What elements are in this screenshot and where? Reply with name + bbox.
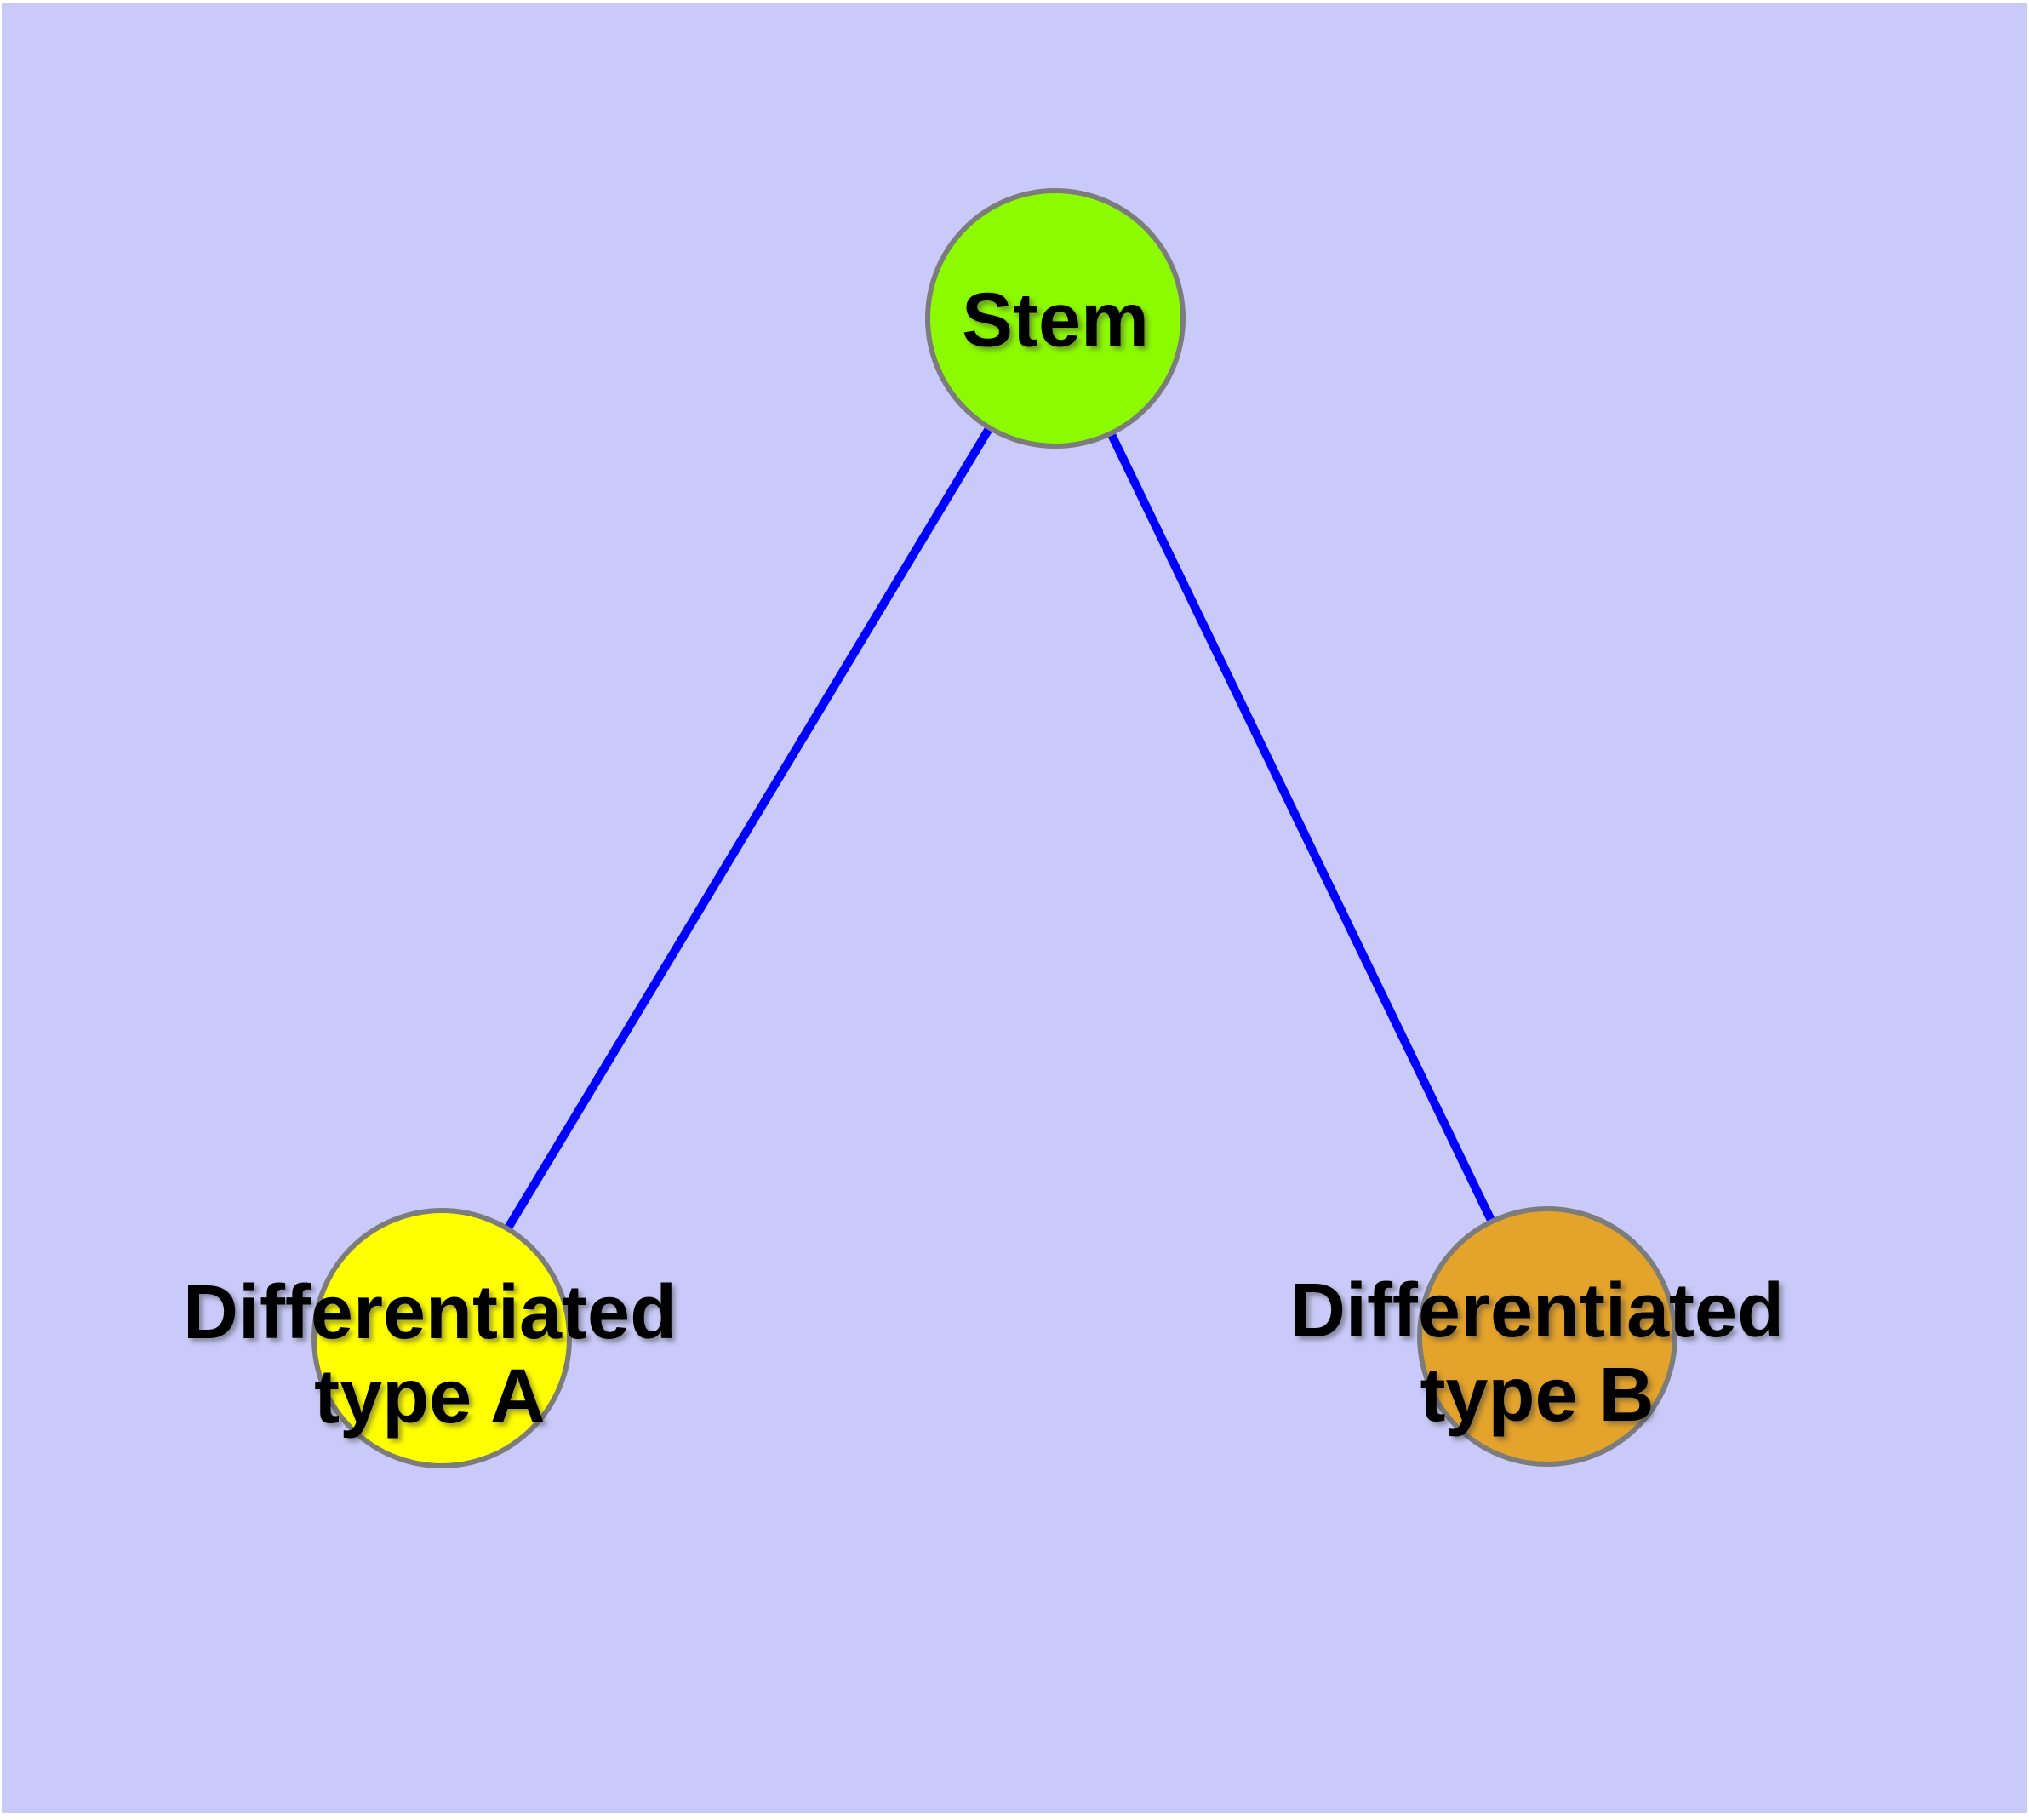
type-a-node-label: Differentiated type A xyxy=(183,1271,677,1439)
stem-node-label: Stem xyxy=(961,278,1150,363)
type-b-label-line-1: Differentiated xyxy=(1289,1268,1785,1354)
stem-node-circle xyxy=(925,188,1186,449)
edge-stem-to-type-b xyxy=(1051,316,1552,1339)
type-a-label-line-1: Differentiated xyxy=(182,1270,677,1355)
edge-stem-to-type-a xyxy=(437,316,1060,1341)
type-b-label-line-2: type B xyxy=(1420,1353,1655,1438)
type-b-node-circle xyxy=(1417,1206,1677,1467)
type-a-node-circle xyxy=(311,1208,572,1468)
type-a-label-line-2: type A xyxy=(314,1354,546,1439)
type-b-node-label: Differentiated type B xyxy=(1290,1269,1784,1438)
